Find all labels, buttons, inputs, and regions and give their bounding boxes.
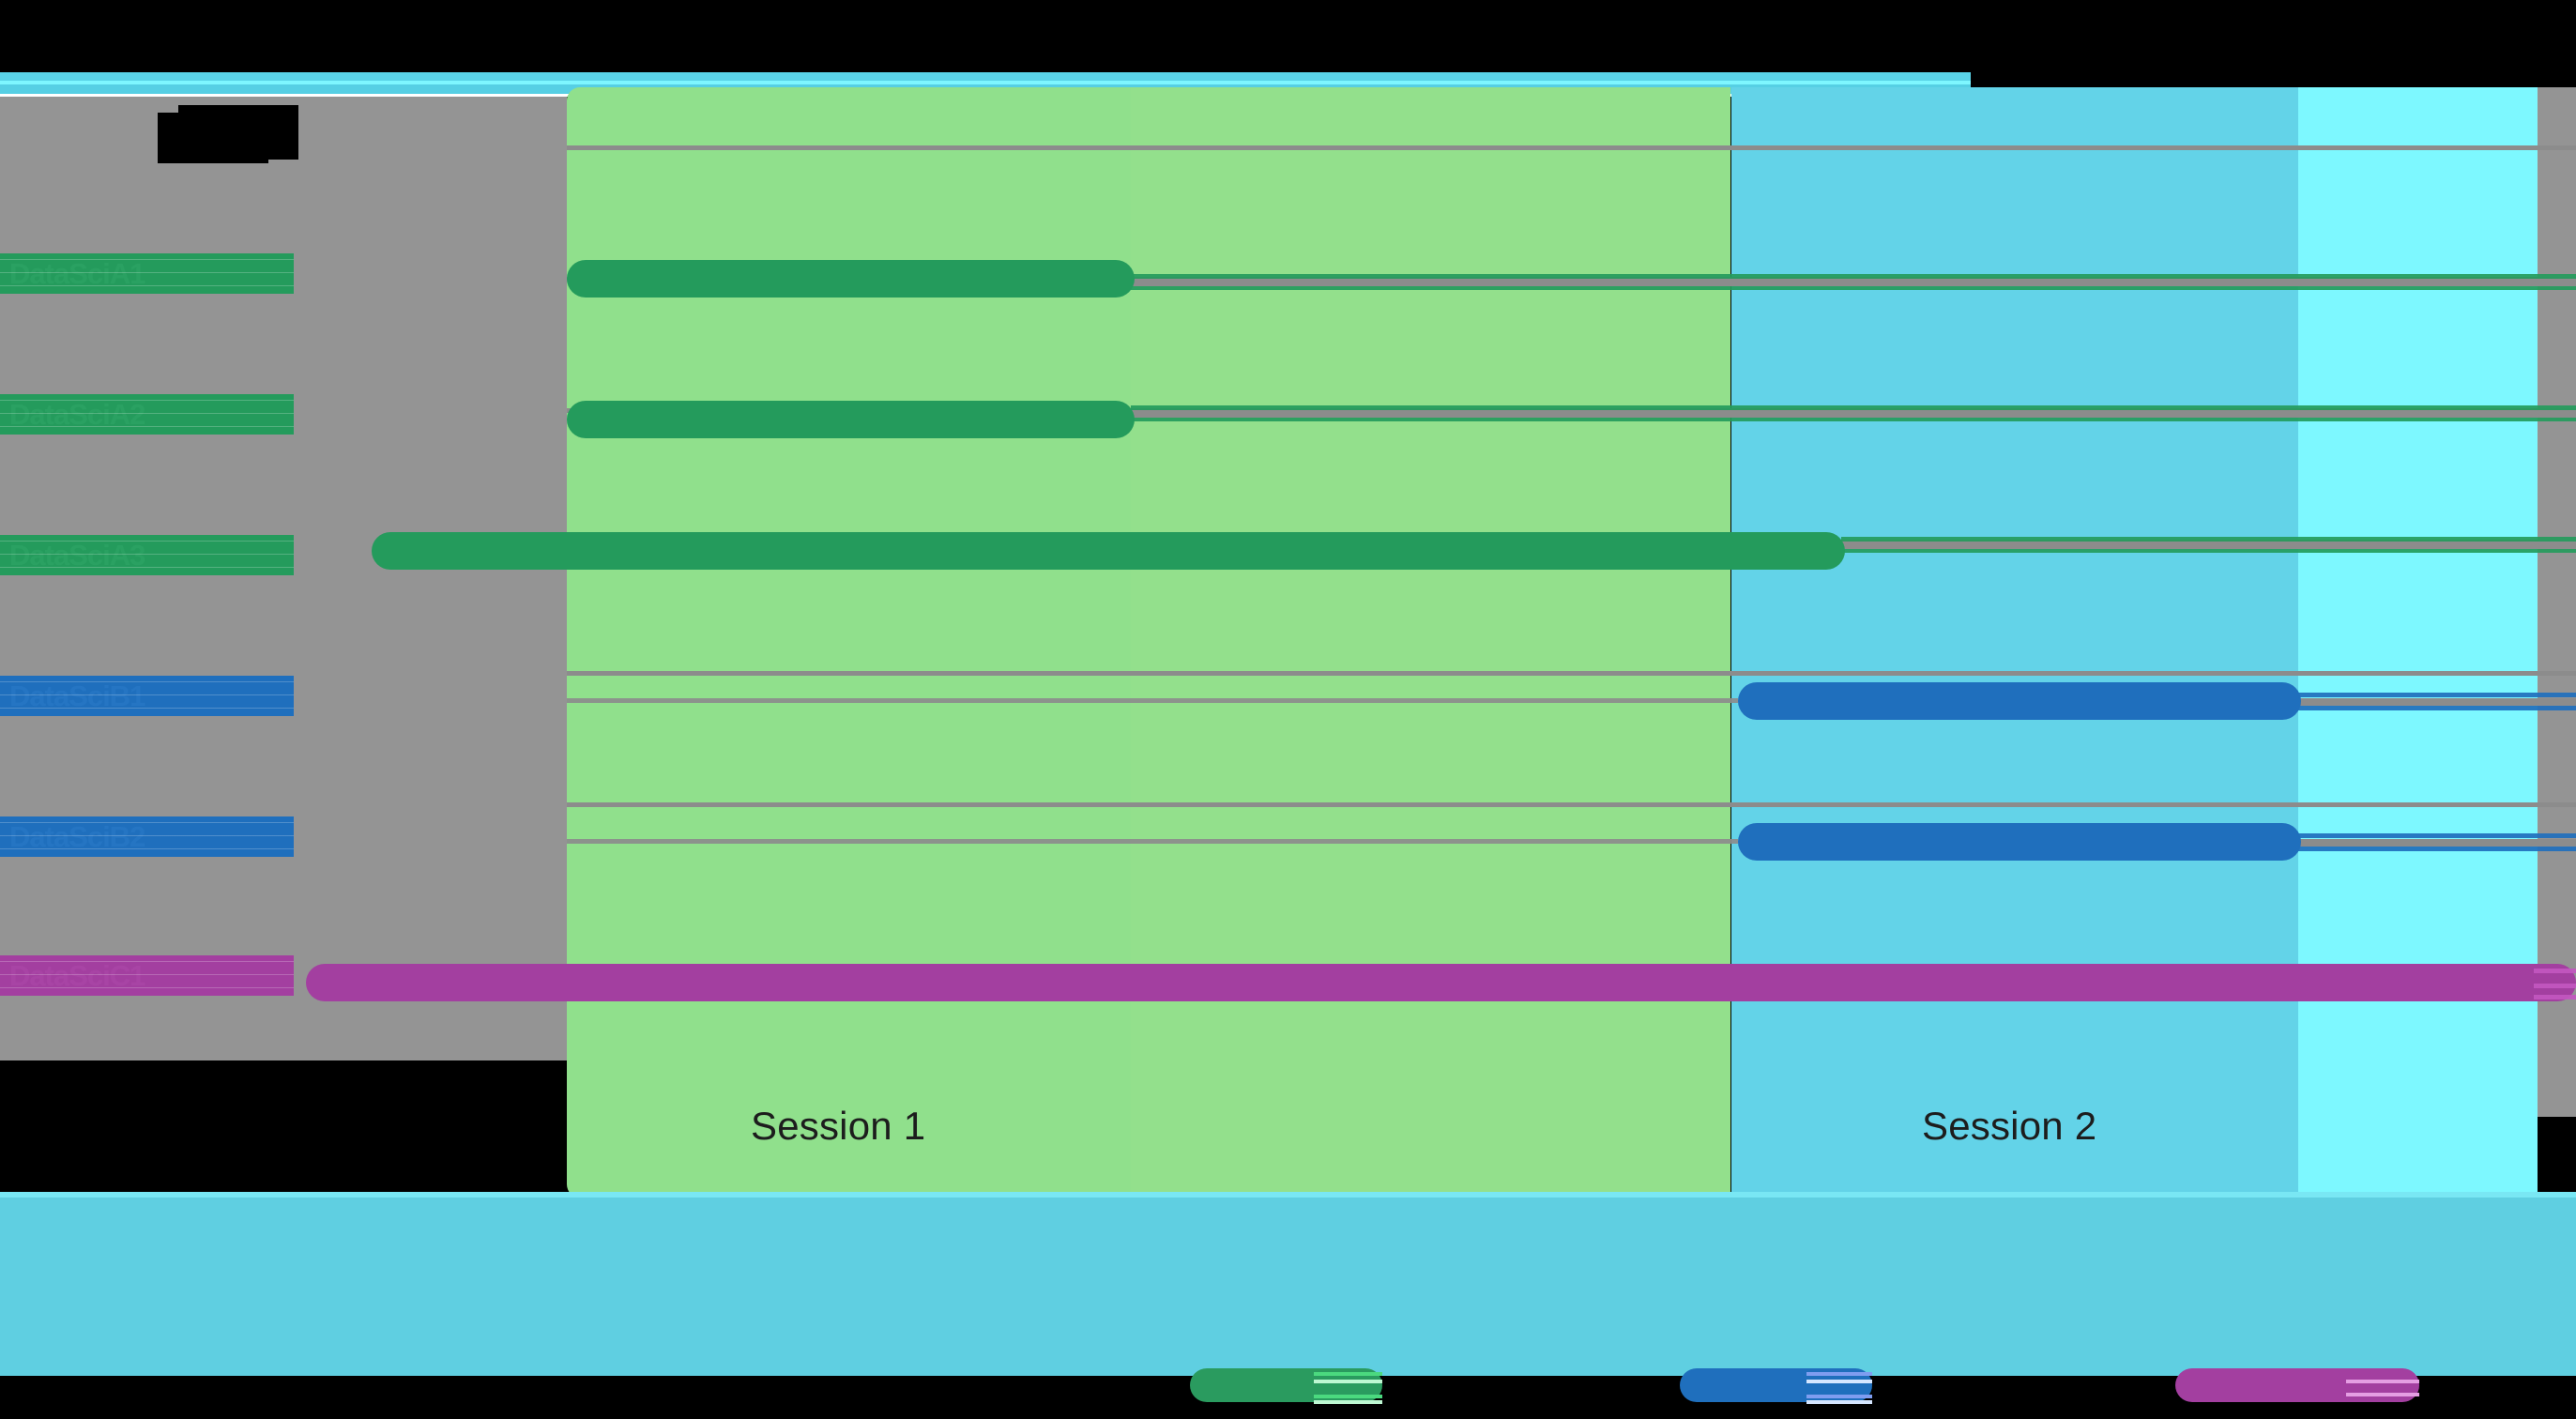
legend-blue-streak-1: [1806, 1372, 1872, 1376]
row-3-pretrack: [567, 698, 1738, 703]
footer-top-edge: [0, 1192, 2576, 1198]
bar-datascia1[interactable]: [567, 260, 1135, 298]
row-2-streak-b: [1841, 548, 2576, 553]
legend-green-streak-1: [1314, 1372, 1382, 1376]
top-strip-1: [0, 72, 1971, 81]
page-title: [158, 105, 298, 163]
plot-right-margin: [2538, 87, 2576, 1117]
row-label-0[interactable]: DataSciA1: [0, 253, 294, 294]
row-5-streak-b: [2534, 984, 2576, 988]
row-label-4-text: DataSciB2: [9, 819, 145, 853]
row-label-5[interactable]: DataSciC1: [0, 955, 294, 996]
session-2-label: Session 2: [1922, 1104, 2097, 1148]
bar-datascib2[interactable]: [1738, 823, 2301, 861]
legend-blue-streak-2: [1806, 1380, 1872, 1383]
row-4-pretrack: [567, 839, 1738, 844]
legend-magenta-swatch[interactable]: [2175, 1368, 2419, 1402]
gridline-0: [567, 145, 2576, 150]
bar-datascia2[interactable]: [567, 401, 1135, 438]
row-4-streak-a: [2297, 833, 2576, 838]
cyan-row-block-4: [2298, 545, 2538, 670]
bar-datascib1[interactable]: [1738, 682, 2301, 720]
cyan-row-block-0: [2298, 97, 2538, 150]
gridline-5: [567, 802, 2576, 807]
row-1-track: [1131, 410, 2576, 418]
row-label-1[interactable]: DataSciA2: [0, 394, 294, 435]
session-band-2: [1731, 87, 2298, 1198]
legend-green-streak-2: [1314, 1380, 1382, 1383]
label-gutter: [0, 97, 310, 1060]
cyan-row-block-3: [2298, 414, 2538, 541]
row-2-track: [1841, 542, 2576, 549]
row-4-track: [2297, 839, 2576, 847]
legend-green-streak-3: [1314, 1395, 1382, 1398]
row-label-0-text: DataSciA1: [9, 256, 145, 290]
row-label-3[interactable]: DataSciB1: [0, 676, 294, 716]
row-4-streak-b: [2297, 847, 2576, 851]
legend-blue-streak-4: [1806, 1400, 1872, 1404]
cyan-row-block-6: [2298, 804, 2538, 954]
footer-band: [0, 1192, 2576, 1376]
cyan-row-block-2: [2298, 284, 2538, 409]
bar-datascic1[interactable]: [306, 964, 2576, 1001]
row-label-2[interactable]: DataSciA3: [0, 535, 294, 575]
cyan-row-block-7: [2298, 984, 2538, 1198]
gridline-4: [567, 671, 2576, 676]
row-3-track: [2297, 698, 2576, 706]
row-0-streak-a: [1131, 274, 2576, 279]
row-label-4[interactable]: DataSciB2: [0, 816, 294, 857]
row-3-streak-b: [2297, 706, 2576, 710]
row-2-streak-a: [1841, 537, 2576, 542]
title-redaction-tail-bottom: [158, 156, 268, 163]
row-0-track: [1131, 279, 2576, 286]
top-strip-2: [0, 81, 1971, 84]
legend-magenta-streak-2: [2346, 1393, 2419, 1396]
bar-datascia3[interactable]: [372, 532, 1845, 570]
legend-green-streak-4: [1314, 1400, 1382, 1404]
row-label-3-text: DataSciB1: [9, 679, 145, 712]
row-5-streak-c: [2534, 995, 2576, 999]
row-1-streak-a: [1131, 405, 2576, 410]
row-0-streak-b: [1131, 285, 2576, 290]
row-1-streak-b: [1131, 417, 2576, 421]
row-label-2-text: DataSciA3: [9, 538, 145, 572]
row-5-streak-a: [2534, 969, 2576, 973]
row-label-5-text: DataSciC1: [9, 958, 145, 992]
legend-magenta-streak-1: [2346, 1380, 2419, 1383]
legend-blue-streak-3: [1806, 1395, 1872, 1398]
row-label-1-text: DataSciA2: [9, 397, 145, 431]
cyan-row-block-1: [2298, 155, 2538, 280]
title-redaction-tail-top: [178, 105, 298, 114]
session-1-label: Session 1: [751, 1104, 926, 1148]
session-band-1b: [1131, 87, 1730, 1198]
row-3-streak-a: [2297, 693, 2576, 697]
plot-left-margin: [310, 97, 567, 1060]
